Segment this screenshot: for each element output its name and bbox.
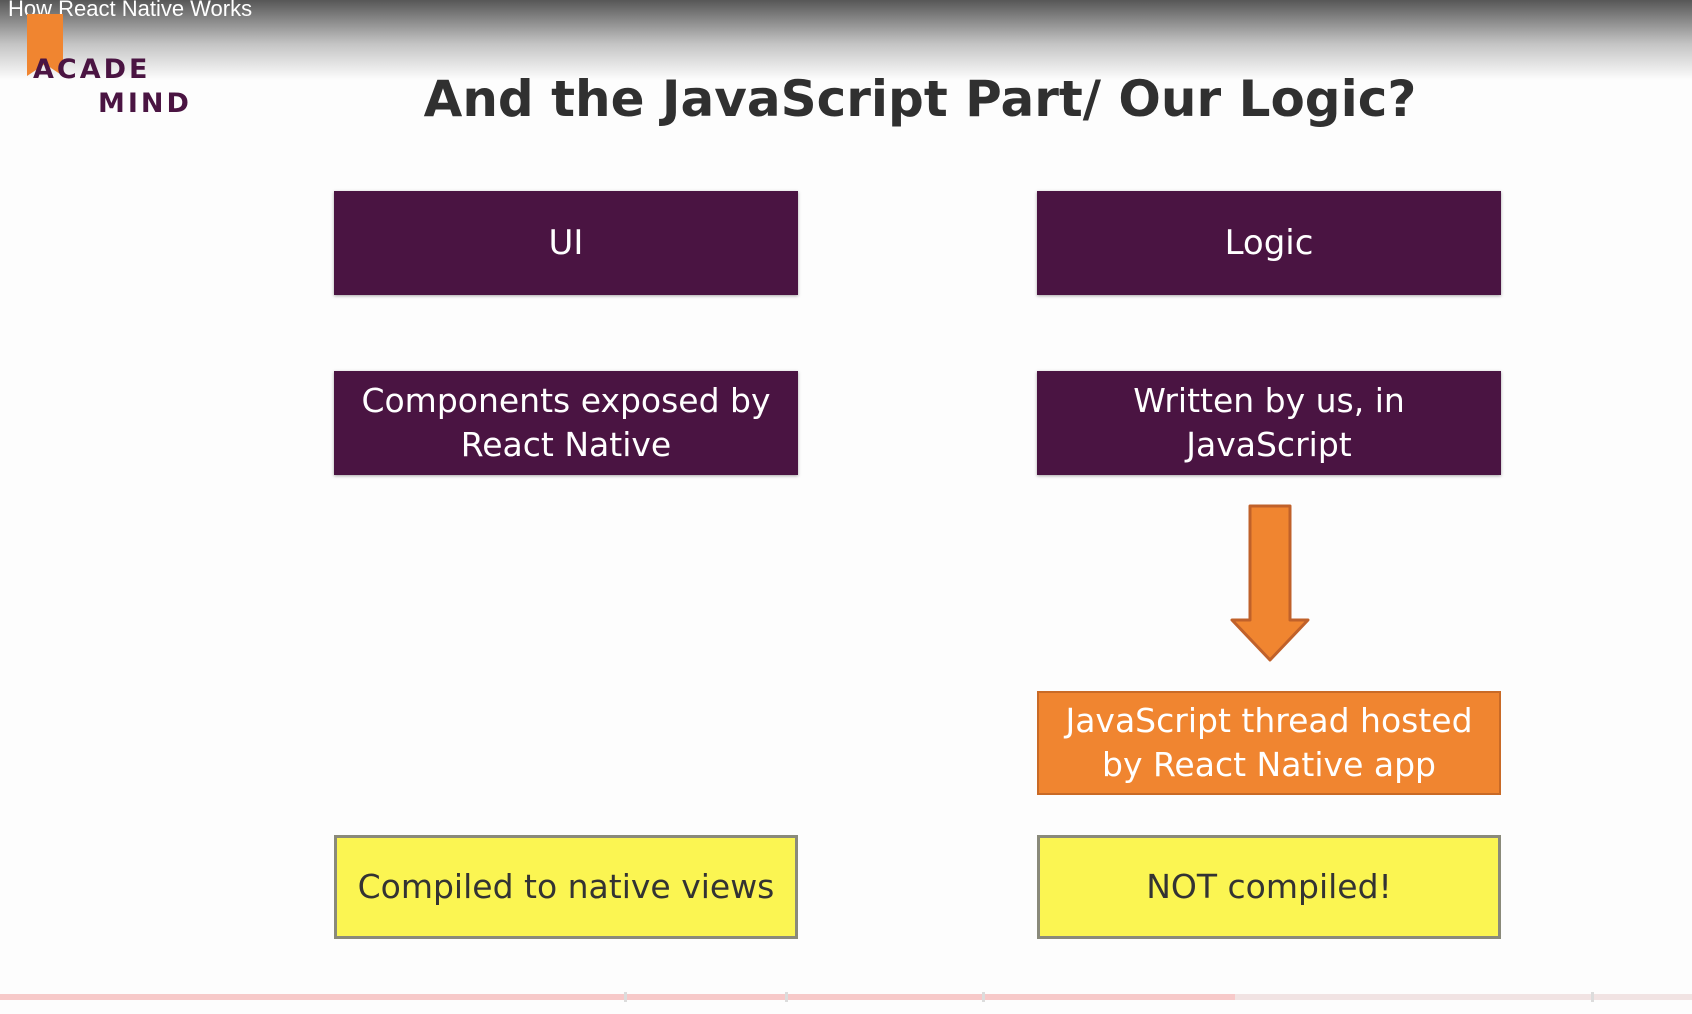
chapter-marker[interactable] bbox=[785, 992, 788, 1002]
logic-description-box: Written by us, in JavaScript bbox=[1037, 371, 1501, 475]
javascript-thread-line-1: JavaScript thread hosted bbox=[1065, 701, 1473, 740]
video-progress-bar[interactable] bbox=[0, 994, 1692, 1000]
logic-result-box: NOT compiled! bbox=[1037, 835, 1501, 939]
logic-result-label: NOT compiled! bbox=[1146, 867, 1392, 906]
video-progress-fill bbox=[0, 994, 1236, 1000]
ui-description-line-2: React Native bbox=[460, 425, 672, 464]
logic-description-line-2: JavaScript bbox=[1186, 425, 1352, 464]
ui-header-label: UI bbox=[548, 223, 584, 263]
chapter-marker[interactable] bbox=[982, 992, 985, 1002]
javascript-thread-box: JavaScript thread hosted by React Native… bbox=[1037, 691, 1501, 795]
down-arrow-icon bbox=[1228, 504, 1312, 664]
ui-header-box: UI bbox=[334, 191, 798, 295]
title-overlay bbox=[0, 0, 1692, 80]
video-title[interactable]: How React Native Works bbox=[8, 0, 253, 21]
chapter-marker[interactable] bbox=[624, 992, 627, 1002]
ui-result-box: Compiled to native views bbox=[334, 835, 798, 939]
ui-description-line-1: Components exposed by bbox=[361, 381, 771, 420]
logo-text-top: ACADE bbox=[33, 54, 151, 85]
javascript-thread-line-2: by React Native app bbox=[1102, 745, 1436, 784]
logic-header-box: Logic bbox=[1037, 191, 1501, 295]
academind-ribbon-icon bbox=[27, 14, 63, 80]
logic-header-label: Logic bbox=[1224, 223, 1314, 263]
ui-description-box: Components exposed by React Native bbox=[334, 371, 798, 475]
ui-result-label: Compiled to native views bbox=[357, 867, 775, 906]
slide-title: And the JavaScript Part/ Our Logic? bbox=[423, 70, 1417, 128]
chapter-marker[interactable] bbox=[1591, 992, 1594, 1002]
logo-text-bottom: MIND bbox=[98, 88, 192, 119]
logic-description-line-1: Written by us, in bbox=[1133, 381, 1405, 420]
